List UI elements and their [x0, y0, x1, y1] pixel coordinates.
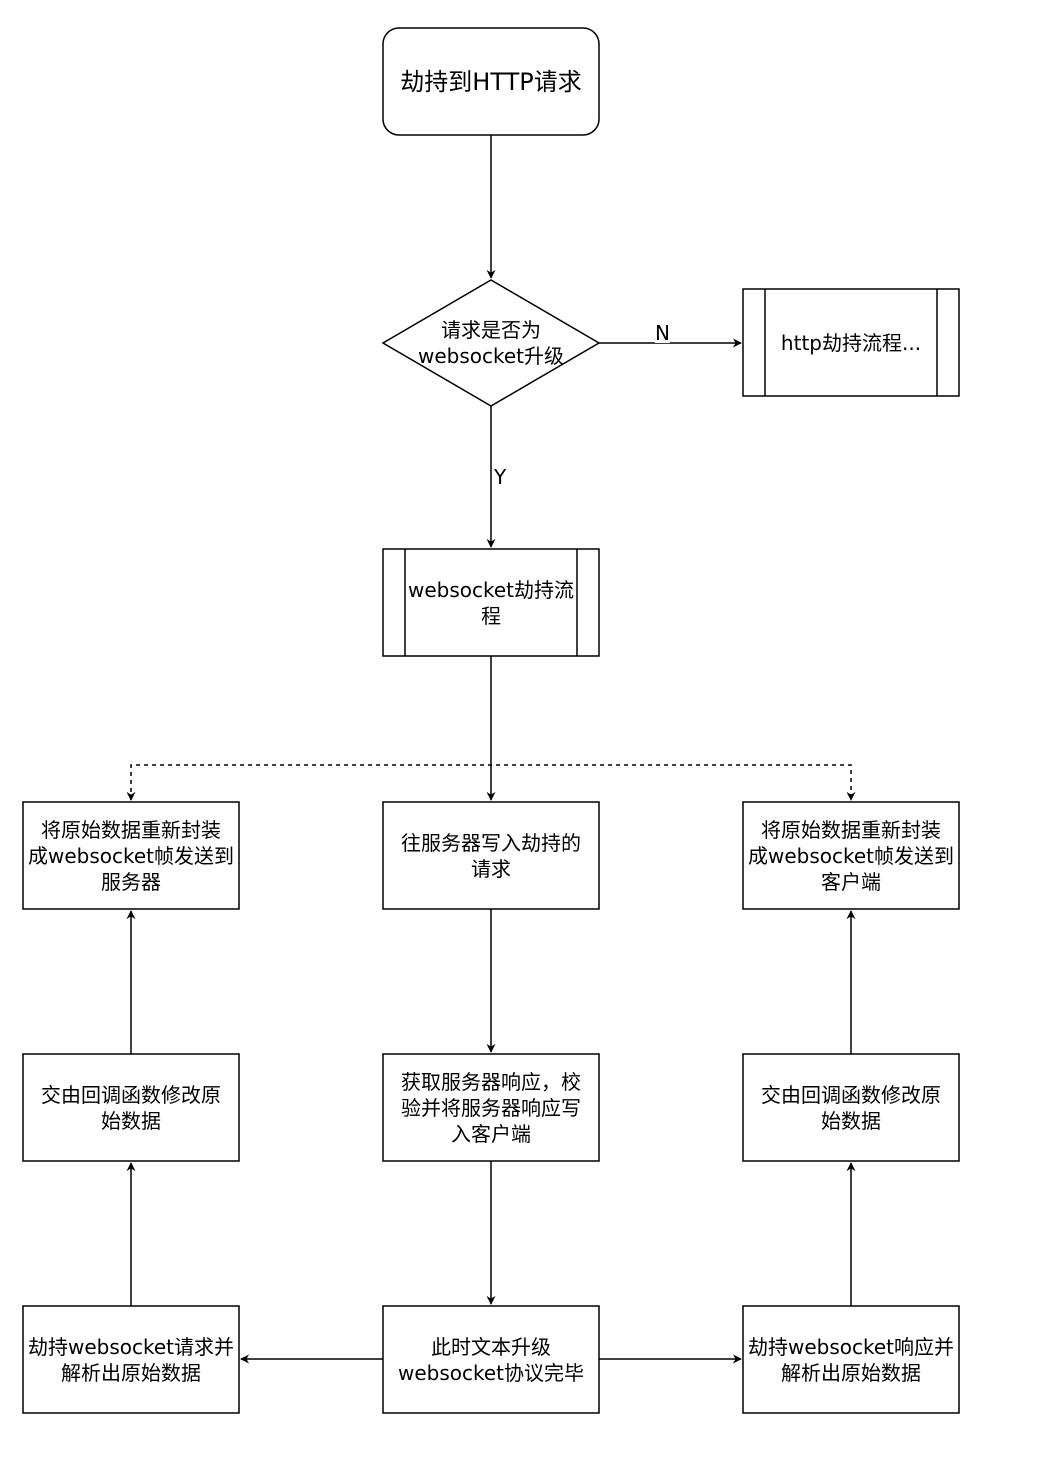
- write-request-node-label: 往服务器写入劫持的 请求: [401, 830, 581, 881]
- get-response-node-label: 获取服务器响应，校 验并将服务器响应写 入客户端: [401, 1069, 581, 1146]
- get-response-node-shape: [382, 1053, 600, 1162]
- right-callback-node-label: 交由回调函数修改原 始数据: [761, 1082, 941, 1133]
- left-send-node-shape: [22, 801, 240, 910]
- write-request-node-shape: [382, 801, 600, 910]
- right-callback-node-shape: [742, 1053, 960, 1162]
- left-hijack-node-shape: [22, 1305, 240, 1414]
- ws-flow-node-label: websocket劫持流 程: [407, 577, 575, 628]
- edge-label-yes: Y: [494, 465, 507, 489]
- edge-label-no: N: [655, 321, 670, 345]
- ws-flow-node-shape: [382, 548, 600, 657]
- left-callback-node-shape: [22, 1053, 240, 1162]
- right-send-node-label: 将原始数据重新封装 成websocket帧发送到 客户端: [747, 817, 955, 894]
- right-send-node-shape: [742, 801, 960, 910]
- edge-dashed-branch: [126, 764, 856, 801]
- left-send-node-label: 将原始数据重新封装 成websocket帧发送到 服务器: [27, 817, 235, 894]
- right-hijack-node-label: 劫持websocket响应并 解析出原始数据: [747, 1334, 955, 1385]
- upgrade-done-node-label: 此时文本升级 websocket协议完毕: [397, 1334, 585, 1385]
- left-callback-node-label: 交由回调函数修改原 始数据: [41, 1082, 221, 1133]
- start-node-label: 劫持到HTTP请求: [400, 67, 582, 96]
- http-flow-node-label: http劫持流程...: [780, 330, 922, 355]
- http-flow-node-shape: [742, 288, 960, 397]
- left-hijack-node-label: 劫持websocket请求并 解析出原始数据: [27, 1334, 235, 1385]
- decision-node-label: 请求是否为 websocket升级: [417, 318, 565, 368]
- right-hijack-node-shape: [742, 1305, 960, 1414]
